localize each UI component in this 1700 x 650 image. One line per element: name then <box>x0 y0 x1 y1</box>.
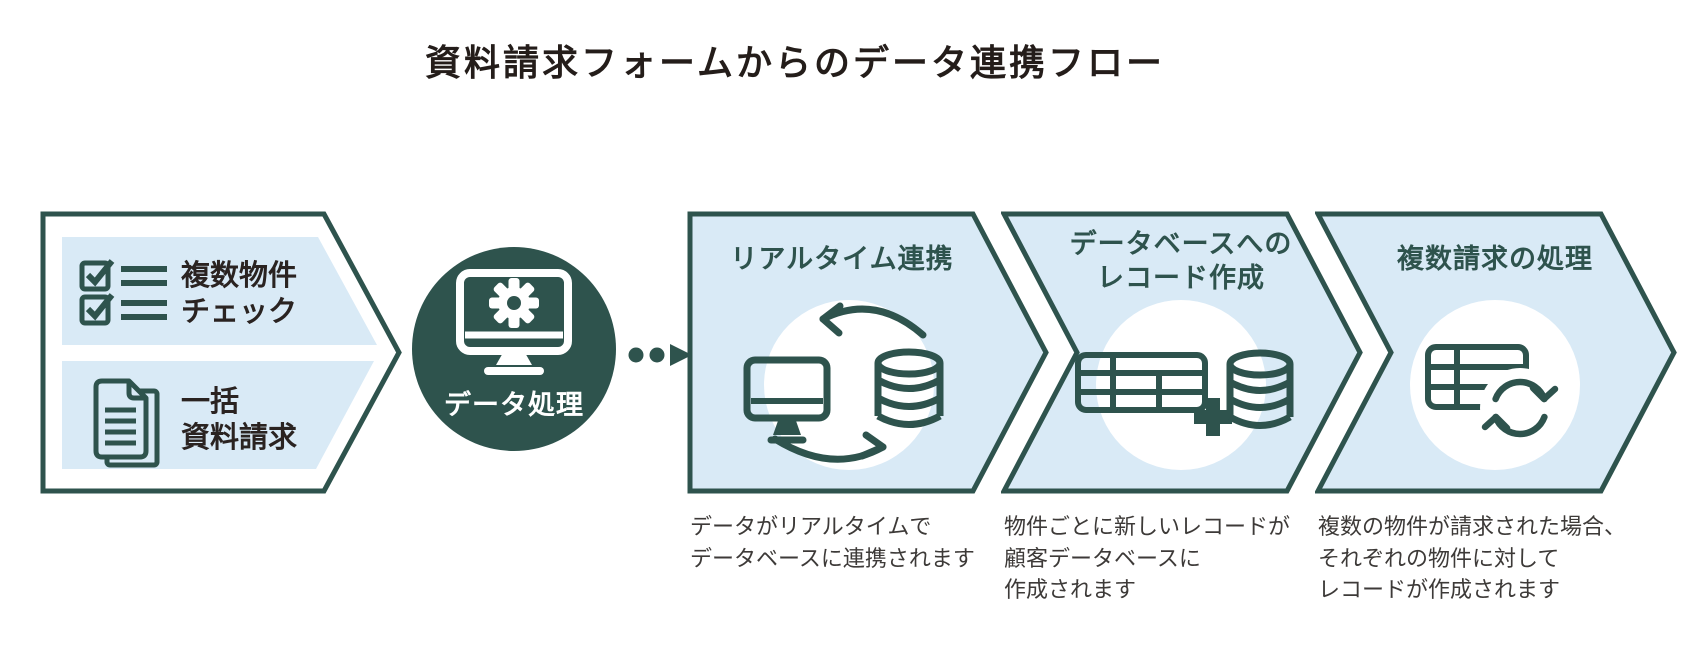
step-3-title-line-1: 複数請求の処理 <box>1397 244 1593 275</box>
step-2-desc-line-1: 物件ごとに新しいレコードが <box>1004 515 1291 540</box>
step-2-desc-line-3: 作成されます <box>1004 578 1137 603</box>
step-1-title-line-1: リアルタイム連携 <box>730 244 954 275</box>
dotted-arrow-icon <box>628 344 692 366</box>
monitor-stand <box>773 418 801 435</box>
source-item-1-label: 複数物件 チェック <box>181 257 297 329</box>
page-title: 資料請求フォームからのデータ連携フロー <box>425 43 1165 84</box>
step-1-desc-line-1: データがリアルタイムで <box>690 515 932 540</box>
documents-icon <box>93 378 160 468</box>
step-1-desc-line-2: データベースに連携されます <box>690 546 975 572</box>
step-3-desc-line-2: それぞれの物件に対して <box>1318 546 1560 572</box>
step-2-desc-line-2: 顧客データベースに <box>1004 546 1201 572</box>
monitor-stand <box>496 351 532 365</box>
gear-icon <box>489 278 539 328</box>
step-3-desc-line-1: 複数の物件が請求された場合、 <box>1318 515 1627 540</box>
step-3-title: 複数請求の処理 <box>1355 243 1635 277</box>
source-item-1-line-1: 複数物件 <box>181 258 298 292</box>
step-2-title-line-1: データベースへの <box>1069 229 1293 260</box>
refresh-arrows-icon <box>1481 378 1559 438</box>
step-3-desc-line-3: レコードが作成されます <box>1318 578 1561 603</box>
process-circle-label: データ処理 <box>444 390 584 421</box>
monitor-gear-icon <box>456 269 572 375</box>
source-item-2-line-1: 一括 <box>181 384 240 418</box>
process-circle: データ処理 <box>412 247 616 451</box>
step-1-title: リアルタイム連携 <box>697 243 987 277</box>
source-item-1-line-2: チェック <box>181 294 298 328</box>
checklist-icon <box>79 259 167 326</box>
monitor-database-sync-icon <box>743 300 944 470</box>
table-refresh-icon <box>1410 300 1580 470</box>
step-1-description: データがリアルタイムで データベースに連携されます <box>690 512 1010 575</box>
step-2-title: データベースへの レコード作成 <box>1041 228 1321 296</box>
plus-icon <box>1194 398 1232 436</box>
table-plus-database-icon <box>1075 300 1294 470</box>
source-item-2-label: 一括 資料請求 <box>181 383 297 455</box>
source-item-2-line-2: 資料請求 <box>181 420 298 454</box>
step-3-description: 複数の物件が請求された場合、 それぞれの物件に対して レコードが作成されます <box>1318 512 1658 607</box>
step-2-description: 物件ごとに新しいレコードが 顧客データベースに 作成されます <box>1004 512 1324 607</box>
step-2-title-line-2: レコード作成 <box>1097 263 1265 294</box>
source-box <box>40 211 402 494</box>
